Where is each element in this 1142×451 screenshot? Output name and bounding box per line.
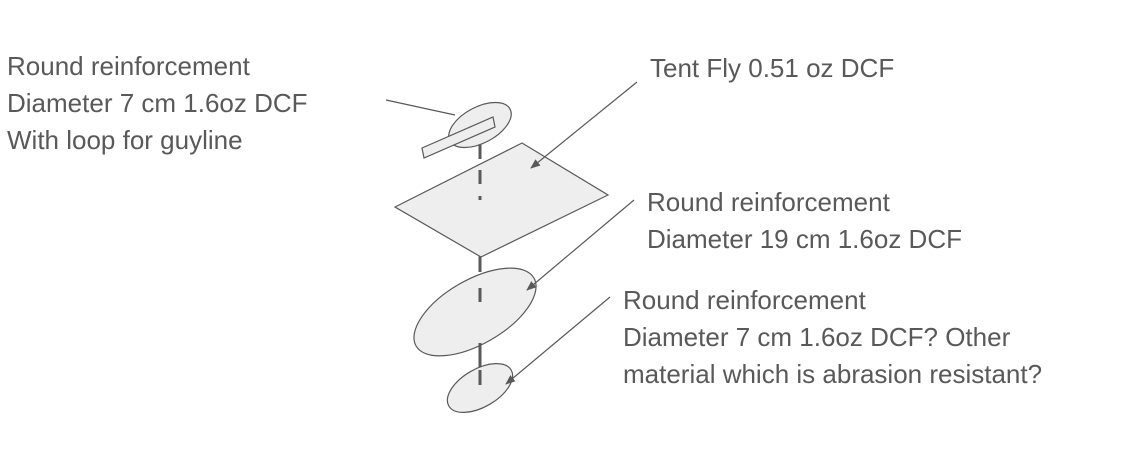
label-line: Round reinforcement bbox=[623, 285, 866, 315]
bottom-reinforcement bbox=[446, 363, 514, 413]
middle-reinforcement bbox=[413, 267, 537, 357]
tent-fly-panel bbox=[393, 142, 610, 258]
tent-fly-label: Tent Fly 0.51 oz DCF bbox=[650, 50, 894, 87]
label-line: Tent Fly 0.51 oz DCF bbox=[650, 53, 895, 83]
label-line: Diameter 7 cm 1.6oz DCF? Other bbox=[623, 322, 1011, 352]
label-line: Round reinforcement bbox=[647, 187, 890, 217]
middle-arrow bbox=[526, 199, 635, 291]
guy-reinforcement-label: Round reinforcement Diameter 7 cm 1.6oz … bbox=[7, 48, 308, 159]
guyline-loop bbox=[421, 116, 496, 159]
bottom-reinforcement-label: Round reinforcement Diameter 7 cm 1.6oz … bbox=[623, 282, 1042, 393]
fly-arrow bbox=[530, 81, 638, 169]
label-line: Round reinforcement bbox=[7, 51, 250, 81]
guy-leader-line bbox=[385, 99, 456, 116]
label-line: Diameter 7 cm 1.6oz DCF bbox=[7, 88, 308, 118]
inner-reinforcement-label: Round reinforcement Diameter 19 cm 1.6oz… bbox=[647, 184, 962, 258]
label-line: material which is abrasion resistant? bbox=[623, 359, 1043, 389]
label-line: Diameter 19 cm 1.6oz DCF bbox=[647, 224, 962, 254]
bottom-arrow bbox=[505, 296, 611, 385]
label-line: With loop for guyline bbox=[7, 125, 243, 155]
